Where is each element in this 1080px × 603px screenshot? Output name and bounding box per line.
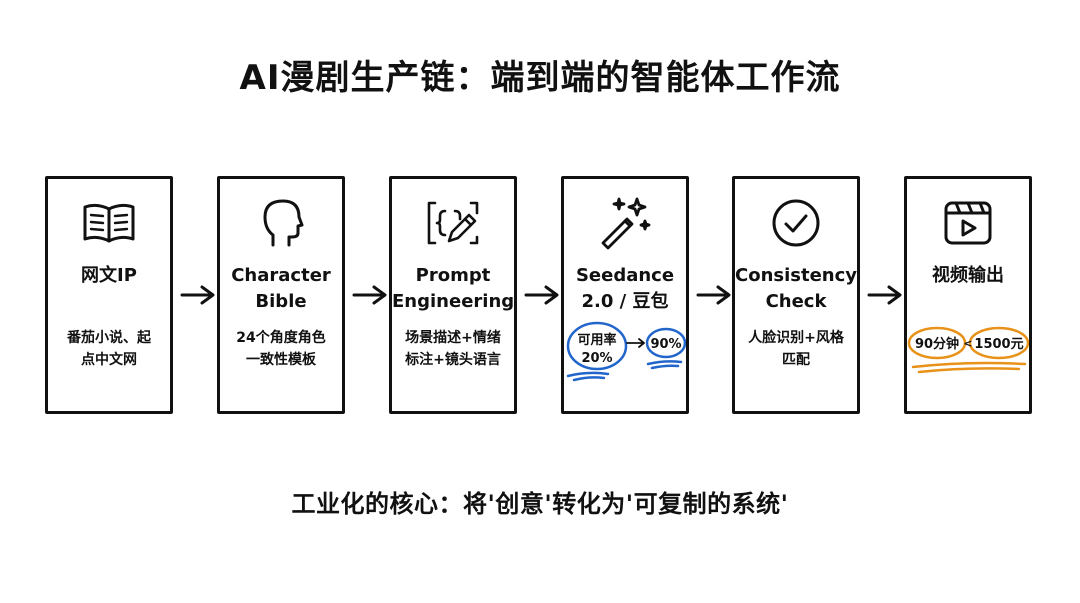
flow-arrow (696, 285, 731, 305)
step-card-seedance-model: Seedance 2.0 / 豆包 可用率 20% 90% (561, 176, 689, 414)
flow-arrow (180, 285, 215, 305)
stat-from-value: 20% (581, 351, 612, 366)
magic-wand-icon (564, 195, 686, 253)
step-description: 场景描述+情绪 标注+镜头语言 (405, 330, 501, 368)
step-description: 24个角度角色 一致性模板 (236, 330, 326, 368)
blue-highlight-circle (645, 327, 686, 359)
step-card-video-output: 视频输出 90分钟 < 1500元 (904, 176, 1032, 414)
orange-highlight-circle (968, 326, 1029, 360)
diagram-title: AI漫剧生产链：端到端的智能体工作流 (239, 58, 841, 98)
step-description: 人脸识别+风格 匹配 (748, 330, 844, 368)
human-head-icon (220, 195, 342, 253)
time-cost-comparison: 90分钟 < 1500元 (907, 326, 1029, 374)
stat-to-value: 90% (650, 337, 681, 352)
orange-highlight-circle (907, 326, 967, 360)
blue-underline (646, 360, 683, 370)
step-label: Seedance 2.0 / 豆包 (575, 265, 675, 312)
video-player-icon (907, 195, 1029, 253)
step-card-consistency-check: Consistency Check 人脸识别+风格 匹配 (732, 176, 860, 414)
step-card-character-bible: Character Bible 24个角度角色 一致性模板 (217, 176, 345, 414)
cost-value: 1500元 (974, 337, 1023, 352)
open-book-icon (48, 195, 170, 253)
step-label: Consistency Check (735, 265, 858, 312)
blue-highlight-circle (566, 321, 628, 371)
step-label: 网文IP (81, 265, 137, 286)
flow-arrow (867, 285, 902, 305)
check-circle-icon (735, 195, 857, 253)
orange-underline (911, 361, 1027, 374)
step-description: 番茄小说、起 点中文网 (67, 330, 151, 368)
step-card-web-novel-ip: 网文IP 番茄小说、起 点中文网 (45, 176, 173, 414)
step-label: Character Bible (231, 265, 331, 312)
blue-underline (566, 371, 610, 382)
flow-arrow (352, 285, 387, 305)
step-label: 视频输出 (932, 265, 1004, 286)
less-than-sign: < (963, 337, 972, 350)
step-card-prompt-engineering: Prompt Engineering 场景描述+情绪 标注+镜头语言 (389, 176, 517, 414)
stat-arrow (626, 338, 645, 348)
flow-arrow (524, 285, 559, 305)
time-value: 90分钟 (915, 336, 959, 352)
stat-from-label: 可用率 (577, 332, 616, 348)
availability-stat: 可用率 20% 90% (566, 321, 686, 382)
step-label: Prompt Engineering (392, 265, 515, 312)
core-takeaway: 工业化的核心：将'创意'转化为'可复制的系统' (291, 490, 789, 518)
code-pencil-icon (392, 195, 514, 253)
